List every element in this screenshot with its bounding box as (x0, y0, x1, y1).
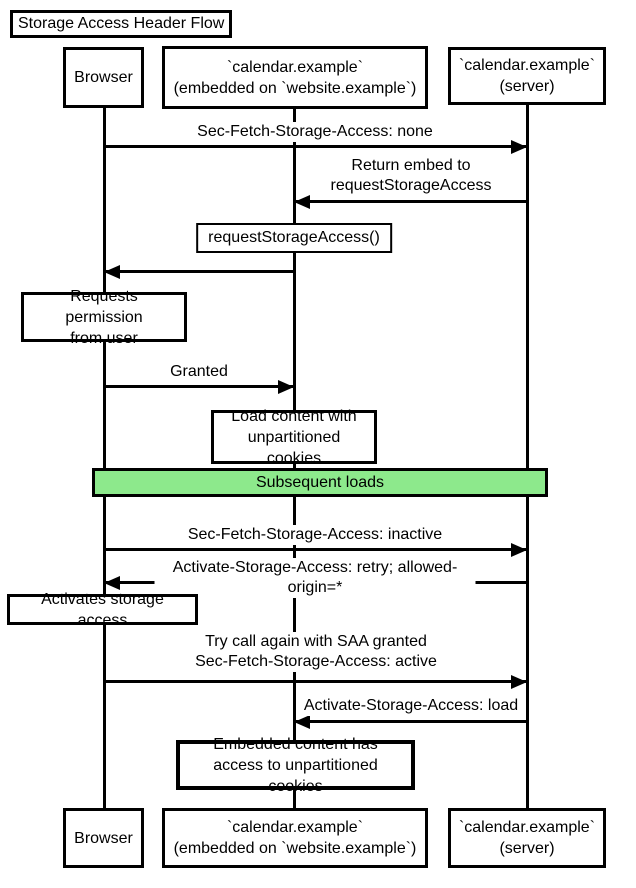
participant-embed-bottom: `calendar.example` (embedded on `website… (162, 808, 428, 868)
diagram-title: Storage Access Header Flow (10, 10, 233, 38)
participant-browser-label: Browser (74, 829, 133, 847)
arrowhead-left-icon (294, 195, 310, 209)
arrowhead-left-icon (294, 715, 310, 729)
note-embedded-access: Embedded content has access to unpartiti… (176, 736, 415, 795)
message-request-storage-access-label: requestStorageAccess() (196, 223, 392, 253)
message-sec-fetch-none-line (104, 145, 527, 148)
message-sec-fetch-inactive-label: Sec-Fetch-Storage-Access: inactive (183, 525, 447, 545)
note-requests-permission: Requests permission from user (21, 288, 187, 347)
message-granted-line (104, 385, 294, 388)
note-embedded-access-label: Embedded content has access to unpartiti… (213, 735, 378, 795)
message-activate-load-line (294, 720, 527, 723)
participant-server-top: `calendar.example` (server) (448, 47, 606, 105)
participant-server-bottom: `calendar.example` (server) (448, 808, 606, 868)
arrowhead-right-icon (278, 380, 294, 394)
message-activate-load-label: Activate-Storage-Access: load (299, 696, 523, 716)
note-load-content: Load content with unpartitioned cookies (211, 408, 377, 467)
note-load-content-label: Load content with unpartitioned cookies (231, 407, 357, 467)
participant-browser-label: Browser (74, 69, 133, 86)
arrowhead-left-icon (104, 265, 120, 279)
participant-server-label: `calendar.example` (server) (458, 57, 596, 95)
message-return-embed-label: Return embed to requestStorageAccess (326, 156, 496, 196)
note-activates-storage: Activates storage access (7, 591, 198, 629)
message-activate-retry-label: Activate-Storage-Access: retry; allowed-… (154, 558, 476, 598)
lifeline-server (526, 104, 529, 812)
divider-label: Subsequent loads (255, 473, 385, 491)
arrowhead-left-icon (104, 576, 120, 590)
lifeline-browser (103, 104, 106, 812)
message-request-storage-access-line (104, 270, 294, 273)
participant-browser-bottom: Browser (63, 808, 144, 868)
participant-embed-label: `calendar.example` (embedded on `website… (173, 58, 417, 97)
message-granted-label: Granted (166, 362, 232, 382)
participant-embed-top: `calendar.example` (embedded on `website… (162, 46, 428, 109)
participant-browser-top: Browser (63, 47, 144, 108)
note-requests-permission-label: Requests permission from user (65, 287, 143, 347)
message-try-again-line (104, 680, 527, 683)
participant-server-label: `calendar.example` (server) (458, 819, 596, 857)
arrowhead-right-icon (511, 675, 527, 689)
divider-subsequent-loads: Subsequent loads (92, 468, 548, 497)
message-return-embed-line (294, 200, 527, 203)
message-try-again-label: Try call again with SAA granted Sec-Fetc… (191, 632, 441, 672)
arrowhead-right-icon (511, 140, 527, 154)
message-sec-fetch-none-label: Sec-Fetch-Storage-Access: none (193, 122, 437, 142)
arrowhead-right-icon (511, 543, 527, 557)
note-activates-storage-label: Activates storage access (41, 590, 164, 629)
participant-embed-label: `calendar.example` (embedded on `website… (173, 819, 417, 857)
message-sec-fetch-inactive-line (104, 548, 527, 551)
